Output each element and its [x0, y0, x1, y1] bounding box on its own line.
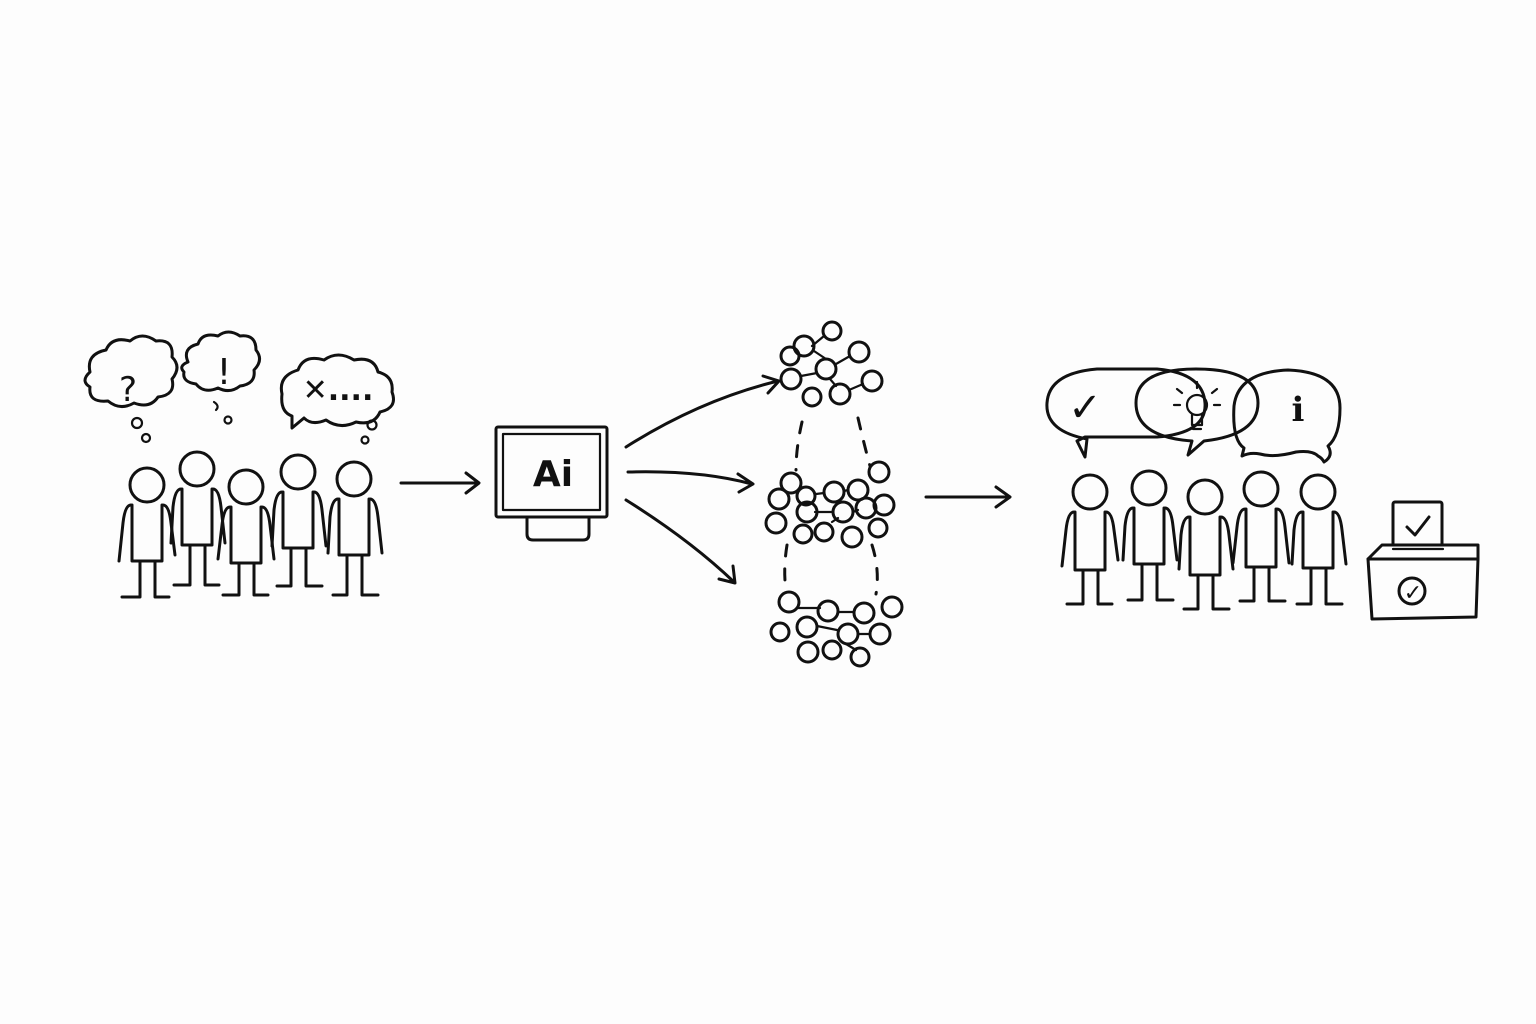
lightbulb-icon	[1172, 380, 1222, 431]
info-symbol: i	[1292, 390, 1305, 430]
stage-consensus: ✓ i	[1045, 367, 1480, 621]
speech-bubble-check: ✓	[1045, 367, 1207, 459]
person	[216, 468, 276, 597]
ai-monitor-icon: Ai	[494, 425, 609, 542]
question-symbol: ?	[119, 370, 137, 410]
person	[1177, 478, 1235, 611]
cluster-middle	[764, 460, 896, 549]
person	[1290, 473, 1348, 606]
person	[169, 450, 227, 587]
stage-ai: Ai	[494, 425, 609, 542]
arrow-to-cluster-middle	[626, 470, 755, 494]
person	[326, 460, 384, 597]
person	[270, 453, 328, 588]
speech-bubble-cross: ✕....	[279, 353, 395, 445]
arrow-to-cluster-top	[624, 374, 781, 449]
person	[117, 466, 177, 599]
speech-bubble-info: i	[1232, 368, 1342, 464]
exclamation-symbol: !	[217, 352, 231, 393]
stage-clusters	[764, 320, 904, 668]
arrow-right	[924, 485, 1012, 509]
arrow-to-cluster-bottom	[624, 498, 737, 585]
cluster-connector	[783, 543, 879, 596]
cluster-top	[779, 320, 884, 408]
cluster-connector	[794, 416, 872, 472]
ai-label: Ai	[533, 454, 573, 495]
ballot-box-icon: ✓	[1366, 500, 1480, 621]
cross-dots-symbol: ✕....	[303, 373, 374, 408]
cluster-bottom	[769, 590, 904, 668]
person	[1060, 473, 1120, 606]
thought-bubble-exclamation: !	[180, 330, 261, 425]
person	[1231, 470, 1291, 603]
speech-bubble-lightbulb	[1134, 367, 1260, 457]
ballot-check-symbol: ✓	[1404, 581, 1422, 606]
check-symbol: ✓	[1068, 385, 1102, 431]
stage-crowd: ? ! ✕....	[83, 330, 395, 599]
arrow-right	[399, 471, 481, 495]
person	[1121, 469, 1179, 602]
thought-bubble-question: ?	[83, 334, 179, 444]
